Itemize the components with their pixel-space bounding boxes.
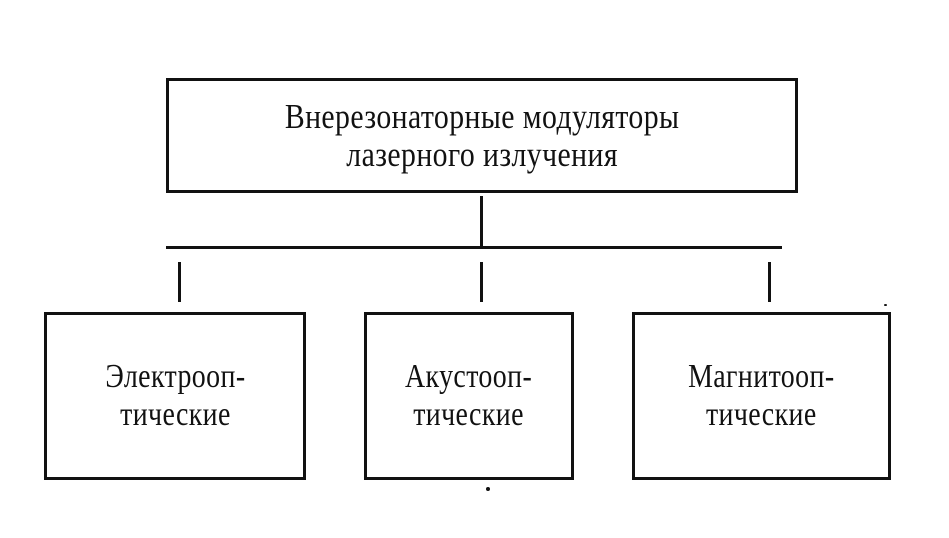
scan-speck	[884, 304, 887, 306]
child-node-magneto-optic-box: Магнитооп- тические	[632, 312, 891, 480]
horizontal-bus-line	[166, 246, 782, 249]
child-node-electro-optic-label: Электрооп- тические	[104, 358, 246, 433]
root-node-label: Внерезонаторные модуляторы лазерного изл…	[284, 96, 680, 174]
child-2-connector-line	[480, 262, 483, 302]
root-connector-line	[480, 196, 483, 248]
child-node-acousto-optic-box: Акустооп- тические	[364, 312, 574, 480]
root-node-box: Внерезонаторные модуляторы лазерного изл…	[166, 78, 798, 193]
child-node-magneto-optic-label: Магнитооп- тические	[688, 358, 835, 433]
child-3-connector-line	[768, 262, 771, 302]
child-node-acousto-optic-label: Акустооп- тические	[405, 358, 533, 433]
child-1-connector-line	[178, 262, 181, 302]
child-node-electro-optic-box: Электрооп- тические	[44, 312, 306, 480]
scan-speck	[486, 487, 490, 491]
